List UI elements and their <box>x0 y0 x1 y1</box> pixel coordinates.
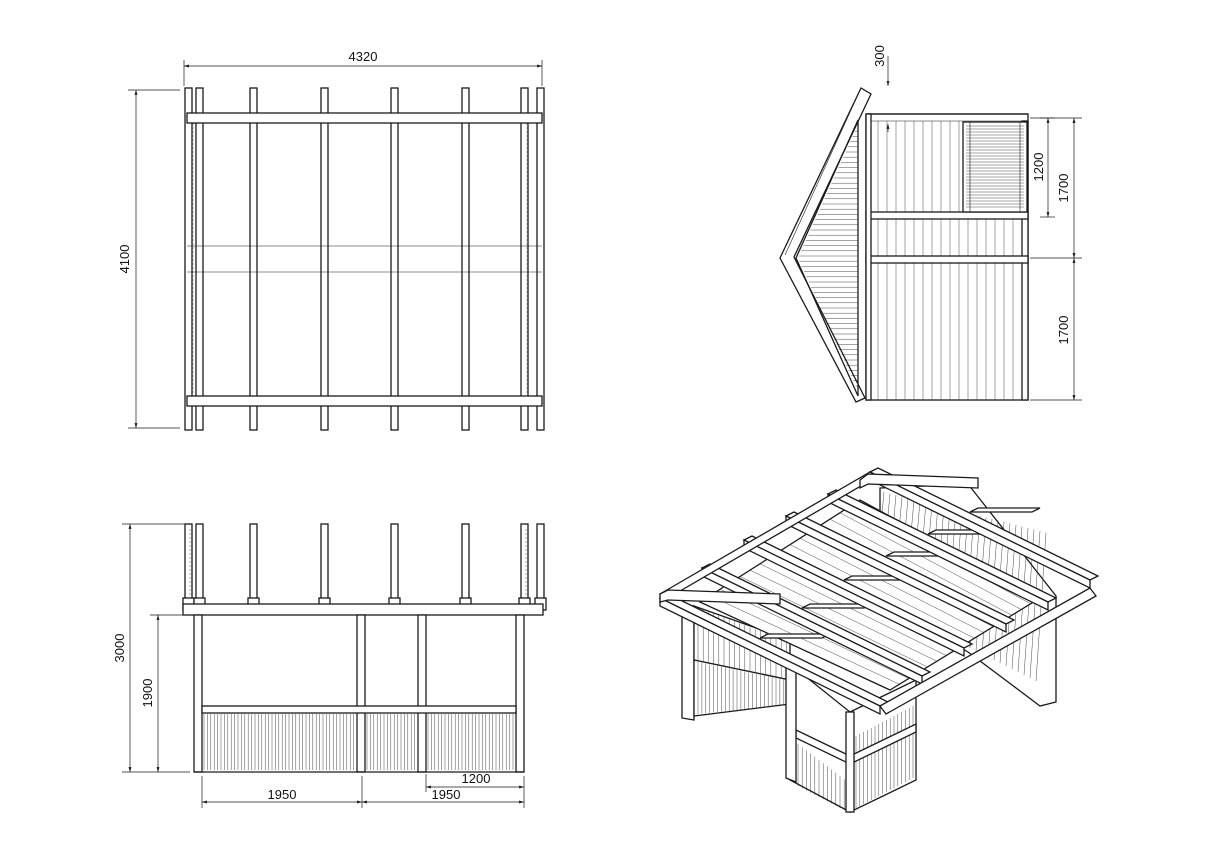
side-post <box>865 113 872 401</box>
front-rafter-end <box>520 523 529 605</box>
iso-left-beam <box>659 589 781 605</box>
iso-front-wing <box>785 662 917 814</box>
iso-roof-board <box>749 569 937 662</box>
iso-roof-board <box>799 538 984 633</box>
side-overhang-dimension: 300 <box>872 45 890 132</box>
plan-rafter <box>184 87 193 431</box>
iso-roof-board <box>739 576 928 668</box>
side-upper-label: 1700 <box>1056 174 1071 203</box>
plan-rafters <box>184 87 545 431</box>
iso-rafter-side <box>659 596 881 716</box>
front-rafter-ends <box>182 523 547 611</box>
side-rail-upper <box>865 211 1029 220</box>
front-total-height-label: 3000 <box>112 634 127 663</box>
plan-rafter <box>249 87 258 431</box>
front-post-1 <box>193 614 203 773</box>
iso-top-beam <box>859 473 979 490</box>
front-lower-siding <box>203 714 514 770</box>
front-rail <box>201 705 517 714</box>
front-door-dimension: 1200 <box>425 771 524 792</box>
side-rail-lower <box>865 255 1029 264</box>
isometric-view <box>658 467 1100 814</box>
front-bay-dimensions: 1950 1950 <box>201 776 525 808</box>
side-gable-siding <box>795 119 859 397</box>
side-elevation: 300 1200 1700 1700 <box>779 45 1082 403</box>
front-rafter-end <box>320 523 329 605</box>
side-window-louvers <box>966 122 1024 212</box>
side-window <box>962 121 1028 213</box>
plan-rafter <box>320 87 329 431</box>
iso-roof-board <box>829 518 1012 616</box>
side-window-label: 1200 <box>1031 153 1046 182</box>
front-post-3 <box>417 614 427 773</box>
plan-rafter <box>520 87 529 431</box>
side-roof-edge <box>779 87 872 403</box>
plan-purlin-bottom <box>186 395 543 407</box>
iso-roof-board <box>839 512 1022 610</box>
plan-width-dimension: 4320 <box>183 49 543 86</box>
plan-width-label: 4320 <box>349 49 378 64</box>
plan-rafter <box>390 87 399 431</box>
iso-ridge-beam <box>879 587 1097 715</box>
front-rafter-end <box>390 523 399 605</box>
side-roof-edge-inner <box>784 87 862 256</box>
iso-roof-board <box>759 563 947 656</box>
front-bay-right-label: 1950 <box>432 787 461 802</box>
plan-purlin-top <box>186 112 543 124</box>
plan-depth-dimension: 4100 <box>117 89 180 429</box>
front-roof-beam <box>182 603 544 616</box>
side-overhang-label: 300 <box>872 45 887 67</box>
iso-purlin <box>969 507 1041 513</box>
front-bay-left-label: 1950 <box>268 787 297 802</box>
front-rafter-end <box>195 523 204 605</box>
front-rafter-end <box>461 523 470 605</box>
front-wall-height-dimension: 1900 <box>140 614 190 772</box>
iso-purlin <box>759 633 831 639</box>
plan-view: 4320 4100 <box>117 49 545 431</box>
front-wall-height-label: 1900 <box>140 679 155 708</box>
front-elevation: 3000 1900 1950 1950 1200 <box>112 523 547 808</box>
iso-roof-board <box>709 595 900 685</box>
front-total-height-dimension: 3000 <box>112 523 190 773</box>
side-gable-triangle <box>795 119 859 397</box>
front-door-label: 1200 <box>462 771 491 786</box>
front-post-4 <box>515 614 525 773</box>
side-upper-dimension: 1700 <box>1030 117 1082 259</box>
plan-rafter <box>461 87 470 431</box>
plan-rafter <box>195 87 204 431</box>
front-rafter-end <box>536 523 545 605</box>
plan-depth-label: 4100 <box>117 245 132 274</box>
side-window-dimension: 1200 <box>1031 117 1055 218</box>
front-rafter-end <box>184 523 193 605</box>
side-lower-label: 1700 <box>1056 316 1071 345</box>
side-lower-dimension: 1700 <box>1030 258 1082 401</box>
iso-roof-board <box>789 544 975 639</box>
plan-rafter <box>536 87 545 431</box>
front-post-2 <box>356 614 366 773</box>
front-rafter-end <box>249 523 258 605</box>
